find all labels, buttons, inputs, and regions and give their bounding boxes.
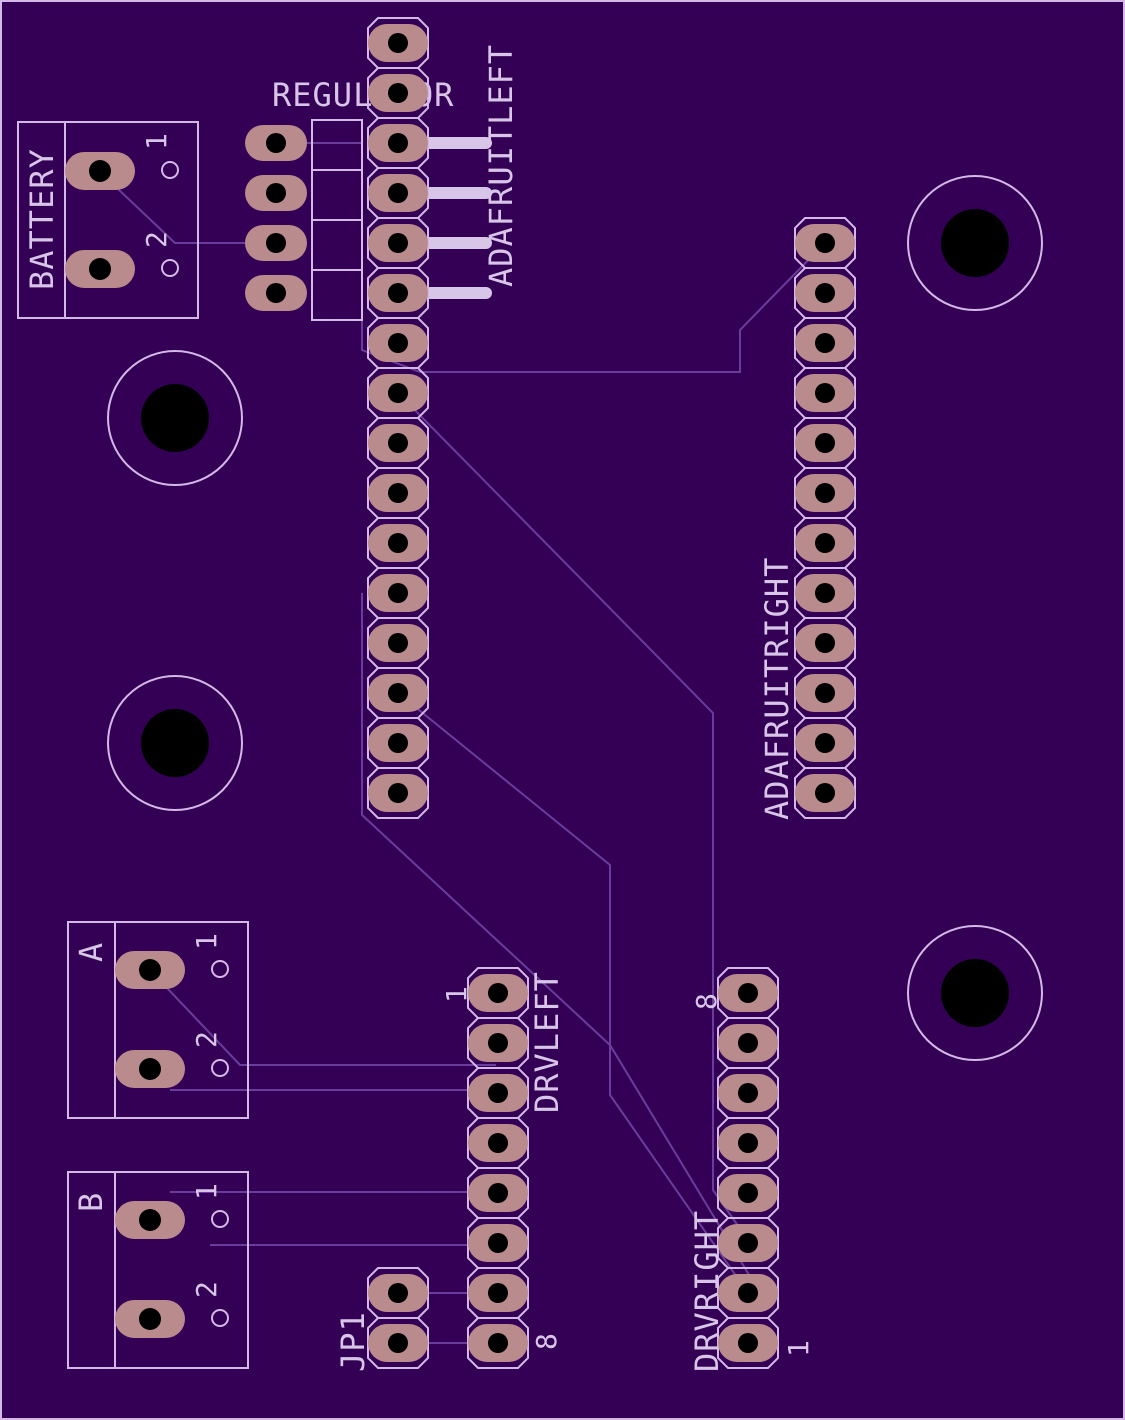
battery-pin1-label: 1 [140,133,173,150]
motor-b-pin2-label: 2 [190,1281,223,1298]
adafruit-left-pin-drill [388,83,408,103]
motor-a-pin2-label: 2 [190,1031,223,1048]
motor-b-pin1-label: 1 [190,1183,223,1200]
adafruit-right-pin-drill [815,733,835,753]
battery-label: BATTERY [23,148,61,290]
adafruit-left-pin-drill [388,433,408,453]
drv-left-label: DRVLEFT [528,971,566,1113]
adafruit-left-pin-drill [388,283,408,303]
regulator-drill [266,133,286,153]
adafruit-left-pin-drill [388,233,408,253]
adafruit-right-pin-drill [815,683,835,703]
adafruit-left-pin-drill [388,533,408,553]
regulator: REGULATOR [245,76,453,321]
motor-b-label: B [72,1192,110,1212]
adafruit-right-header [794,217,856,819]
regulator-drill [266,183,286,203]
mounting-holes [107,175,1043,1061]
jp1-pin-drill [388,1333,408,1353]
header-pins [424,137,492,299]
adafruit-left-pin-drill [388,133,408,153]
drv-left-pin-drill [488,1283,508,1303]
drv-left-pin-drill [488,1133,508,1153]
adafruit-right-pin-drill [815,433,835,453]
motor-a-connector: A 1 2 [67,921,249,1119]
adafruit-right-pin-outline [794,767,856,819]
jp1-label: JP1 [334,1311,372,1372]
drv-right-header [717,967,779,1369]
drv-left-pin1-label: 1 [440,986,473,1003]
adafruit-left-pin-drill [388,183,408,203]
drv-left-pin-drill [488,1183,508,1203]
drv-left-pin-drill [488,1233,508,1253]
adafruit-left-pin-drill [388,333,408,353]
adafruit-right-pin-drill [815,583,835,603]
drv-right-pin-drill [738,983,758,1003]
adafruit-right-pin-drill [815,283,835,303]
adafruit-left-pin-outline [367,767,429,819]
battery-pin2-label: 2 [140,231,173,248]
adafruit-right-pin-drill [815,383,835,403]
jp1-pin-drill [388,1283,408,1303]
adafruit-right-label: ADAFRUITRIGHT [758,557,796,820]
adafruit-left-pin-drill [388,733,408,753]
motor-b-connector: B 1 2 [67,1171,249,1369]
drv-right-pin-drill [738,1333,758,1353]
motor-a-label: A [72,942,110,962]
adafruit-right-pin-drill [815,783,835,803]
adafruit-right-pin-drill [815,233,835,253]
drv-right-pin-drill [738,1233,758,1253]
drv-right-pin8-label: 8 [690,993,723,1010]
jp1-pin-outline [367,1317,429,1369]
drv-left-pin-outline [467,1317,529,1369]
drv-right-pin-drill [738,1133,758,1153]
drv-right-pin-drill [738,1183,758,1203]
drv-right-pin-drill [738,1083,758,1103]
jp1-header [367,1267,429,1369]
drv-right-pin-drill [738,1033,758,1053]
drv-right-pin-outline [717,1317,779,1369]
drv-left-pin-drill [488,983,508,1003]
motor-a-pin1-label: 1 [190,933,223,950]
drv-right-pin-drill [738,1283,758,1303]
drv-left-pin-drill [488,1033,508,1053]
adafruit-right-pin-drill [815,633,835,653]
adafruit-left-pin-drill [388,683,408,703]
adafruit-left-header [367,17,429,819]
drv-left-pin-drill [488,1333,508,1353]
regulator-drill [266,283,286,303]
drv-left-header [467,967,529,1369]
drv-left-pin8-label: 8 [530,1333,563,1350]
drv-right-label: DRVRIGHT [688,1210,726,1372]
adafruit-left-pin-drill [388,33,408,53]
drv-left-pin-drill [488,1083,508,1103]
adafruit-left-pin-drill [388,483,408,503]
adafruit-right-pin-drill [815,533,835,553]
drv-right-pin1-label: 1 [782,1340,815,1357]
adafruit-right-pin-drill [815,483,835,503]
adafruit-left-label: ADAFRUITLEFT [482,44,520,287]
regulator-drill [266,233,286,253]
adafruit-left-pin-drill [388,633,408,653]
adafruit-left-pin-drill [388,383,408,403]
adafruit-left-pin-drill [388,783,408,803]
adafruit-left-pin-drill [388,583,408,603]
adafruit-right-pin-drill [815,333,835,353]
battery-connector: BATTERY 1 2 [17,121,199,319]
